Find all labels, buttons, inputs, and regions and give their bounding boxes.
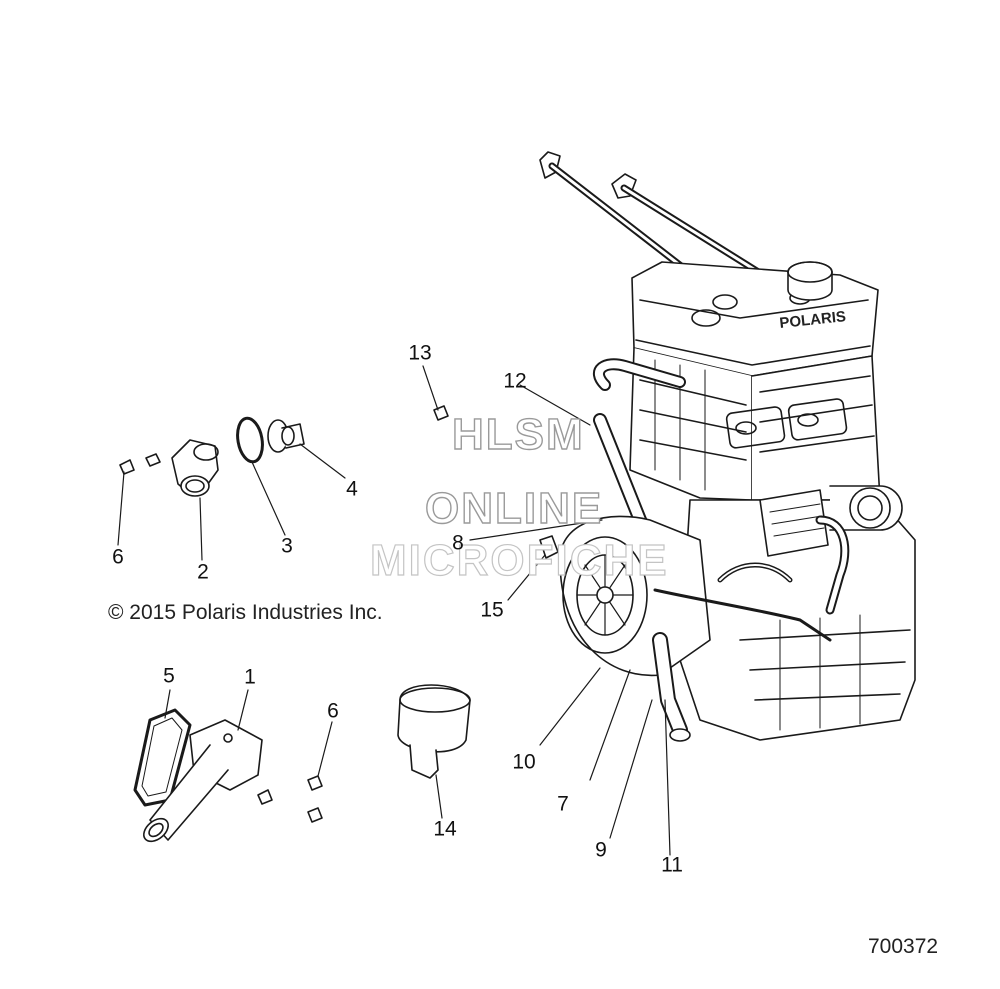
plug-13 <box>433 405 449 421</box>
callout-12: 12 <box>503 369 527 393</box>
leader-lines <box>117 365 671 856</box>
callout-2: 2 <box>197 560 209 584</box>
callout-1: 1 <box>244 665 256 689</box>
cylinder-block <box>629 347 881 501</box>
callout-5: 5 <box>163 664 175 688</box>
callout-11: 11 <box>661 853 683 877</box>
oil-filler-cap <box>787 261 833 301</box>
thermostat <box>267 419 305 453</box>
thermostat-housing <box>171 439 219 497</box>
screw-upper-left <box>119 453 161 475</box>
valve-cover: POLARIS <box>631 261 879 377</box>
callout-3: 3 <box>281 534 293 558</box>
stator-cover <box>559 515 711 677</box>
callout-15: 15 <box>480 598 504 622</box>
thermostat-o-ring <box>236 416 264 464</box>
callout-14: 14 <box>433 817 457 841</box>
callout-8: 8 <box>452 531 464 555</box>
fitting-15 <box>539 535 559 559</box>
screw-lower <box>257 775 323 823</box>
watermark-line-2: ONLINE <box>424 483 604 533</box>
callout-4: 4 <box>346 477 358 501</box>
valve-cover-text: POLARIS <box>779 308 847 332</box>
oil-cooler <box>759 489 850 615</box>
watermark-line-3: MICROFICHE <box>369 535 669 585</box>
callout-7: 7 <box>557 792 569 816</box>
engine-assembly: POLARIS <box>539 151 916 742</box>
watermark-line-1: HLSM <box>451 409 585 459</box>
callout-6-lower: 6 <box>327 699 339 723</box>
coolant-outlet-pipe <box>652 632 691 742</box>
callout-6-upper: 6 <box>112 545 124 569</box>
drawing-number: 700372 <box>868 935 939 958</box>
hose-clamp <box>397 684 471 779</box>
copyright-notice: © 2015 Polaris Industries Inc. <box>108 601 383 624</box>
water-outlet <box>143 719 263 843</box>
wire-harness <box>653 562 832 642</box>
callout-10: 10 <box>512 750 536 774</box>
callout-13: 13 <box>408 341 432 365</box>
callout-9: 9 <box>595 838 607 862</box>
